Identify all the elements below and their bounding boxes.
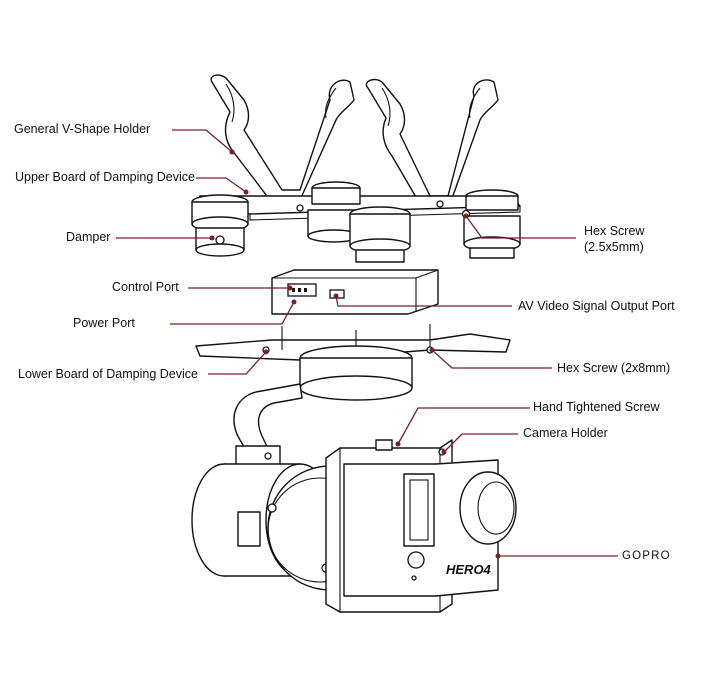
label-gopro: GOPRO (622, 550, 671, 562)
gopro-camera (343, 459, 517, 597)
label-hand-tightened-screw: Hand Tightened Screw (533, 400, 660, 414)
v-shape-holder-right (365, 78, 499, 205)
label-hex-screw-1-line1: Hex Screw (584, 224, 645, 238)
leader-lines (116, 129, 618, 559)
v-shape-holder-left (210, 74, 355, 201)
gimbal-motor (299, 345, 413, 401)
label-upper-board: Upper Board of Damping Device (15, 170, 195, 184)
label-lower-board: Lower Board of Damping Device (18, 367, 198, 381)
label-av-port: AV Video Signal Output Port (518, 299, 675, 313)
damper-left (191, 194, 249, 257)
gimbal-arm (233, 383, 303, 473)
damper-center (349, 206, 411, 263)
damper-mid-left (307, 181, 361, 243)
label-hex-screw-1-line2: (2.5x5mm) (584, 240, 644, 254)
label-camera-holder: Camera Holder (523, 426, 608, 440)
damper-right (461, 189, 521, 259)
hero4-logo: HERO4 (446, 562, 491, 577)
label-damper: Damper (66, 230, 111, 244)
control-box (271, 269, 439, 315)
label-hex-screw-2: Hex Screw (2x8mm) (557, 361, 671, 375)
label-power-port: Power Port (73, 316, 135, 330)
label-control-port: Control Port (112, 280, 179, 294)
label-v-shape-holder: General V-Shape Holder (14, 122, 151, 136)
